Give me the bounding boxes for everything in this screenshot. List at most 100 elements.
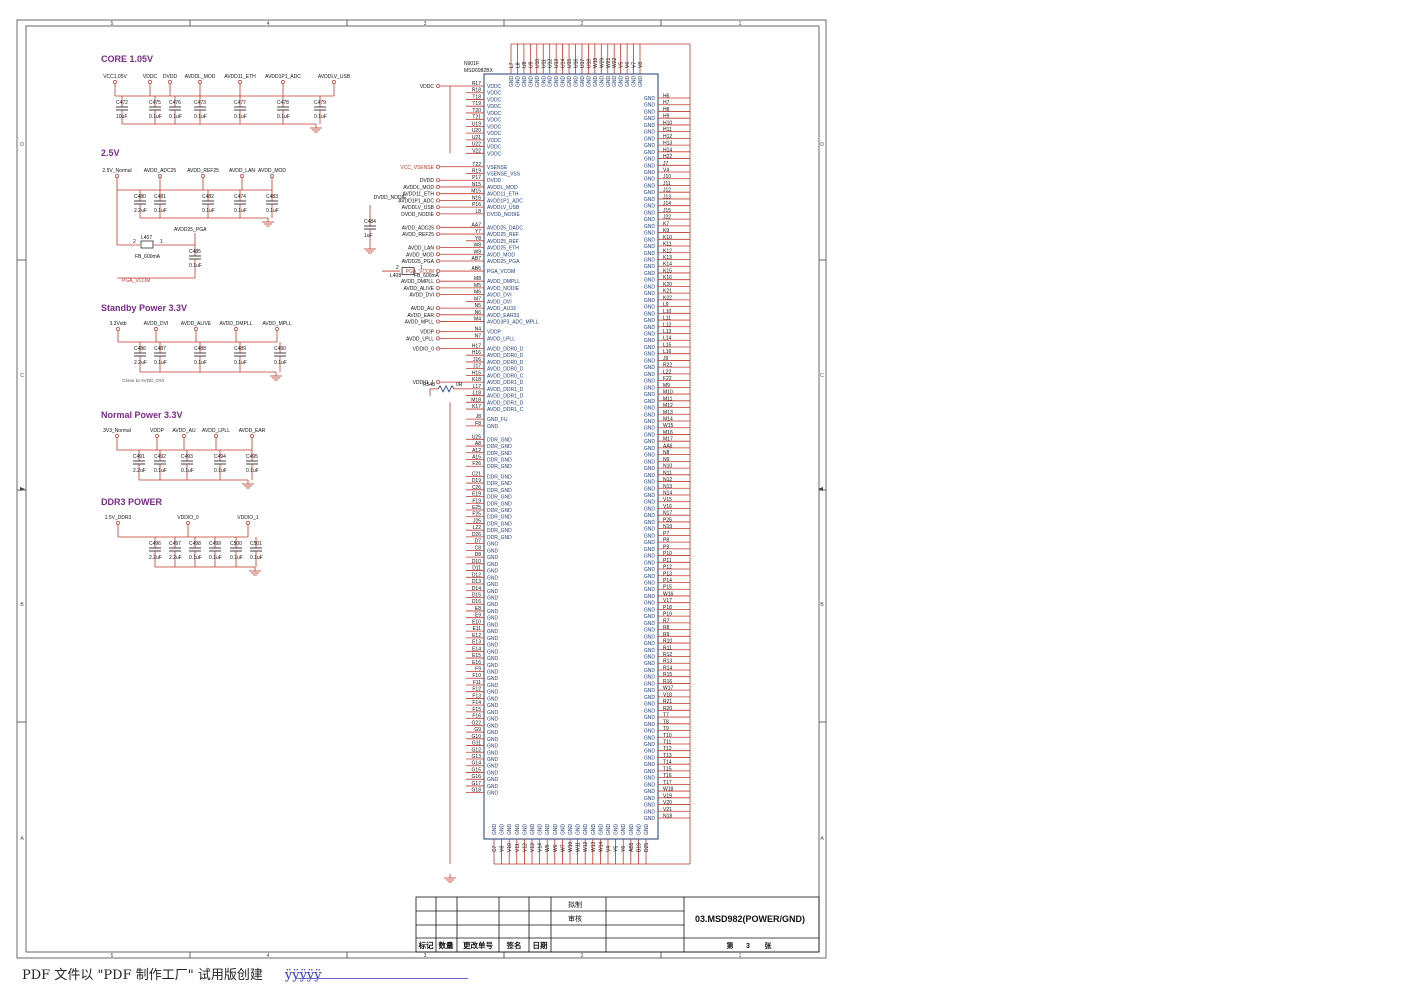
right-pin-number: N13 xyxy=(663,484,672,490)
left-pin-number: P17 xyxy=(472,175,481,181)
rail-port xyxy=(155,434,159,438)
right-pin-name: GND xyxy=(644,655,656,661)
left-pin-number: F9 xyxy=(475,667,481,673)
left-pin-name: DDR_GND xyxy=(487,521,512,527)
left-pin-number: G22 xyxy=(472,720,482,726)
revision-header: 签名 xyxy=(506,940,522,950)
bottom-pin-number: V12 xyxy=(522,843,528,852)
inductor-pin-1: 1 xyxy=(420,265,423,271)
right-pin-name: GND xyxy=(644,399,656,405)
net-port xyxy=(436,336,440,341)
right-pin-name: GND xyxy=(644,459,656,465)
capacitor-value: 0.1uF xyxy=(277,114,290,120)
right-pin-name: GND xyxy=(644,426,656,432)
net-port xyxy=(436,329,440,334)
right-pin-number: T8 xyxy=(663,719,669,725)
right-pin-number: M14 xyxy=(663,416,673,422)
left-pin-number: V22 xyxy=(472,148,481,154)
right-pin-name: GND xyxy=(644,432,656,438)
left-pin-name: DDR_GND xyxy=(487,458,512,464)
left-pin-number: L17 xyxy=(473,384,482,390)
left-pin-number: D11 xyxy=(472,566,481,572)
capacitor-value: 2.2uF xyxy=(169,555,182,561)
right-pin-number: N8 xyxy=(663,450,670,456)
bottom-pin-name: GND xyxy=(636,824,642,836)
rail-label: AVDD11_ETH xyxy=(224,74,256,80)
capacitor-value: 0.1uF xyxy=(202,208,215,214)
right-pin-number: R11 xyxy=(663,645,672,651)
left-pin-name: AVDD_DDR1_D xyxy=(487,380,524,386)
rail-port xyxy=(168,80,172,84)
net-port xyxy=(436,198,440,203)
net-label: VDDIO_0 xyxy=(413,346,435,352)
left-pin-name: GND xyxy=(487,609,499,615)
top-pin-number: U16 xyxy=(574,59,580,68)
inductor-ref: L408 xyxy=(390,273,401,279)
right-pin-number: T11 xyxy=(663,739,671,745)
right-pin-name: GND xyxy=(644,365,656,371)
bottom-pin-name: GND xyxy=(553,824,559,836)
net-port xyxy=(436,178,440,183)
bottom-pin-number: B19 xyxy=(636,843,642,852)
left-pin-name: AVDD_AU33 xyxy=(487,306,516,312)
right-pin-number: H14 xyxy=(663,147,672,153)
net-port xyxy=(436,184,440,189)
rail-label: VDDC xyxy=(143,74,158,80)
rail-port xyxy=(198,80,202,84)
right-pin-number: L11 xyxy=(663,316,671,322)
left-pin-name: AVDD_DMPLL xyxy=(487,279,520,285)
net-port xyxy=(436,312,440,317)
right-pin-number: N14 xyxy=(663,491,672,497)
capacitor-value: 0.1uF xyxy=(246,468,259,474)
right-pin-name: GND xyxy=(644,607,656,613)
left-pin-number: N4 xyxy=(475,327,482,333)
right-pin-number: V16 xyxy=(663,504,672,510)
left-pin-name: AVDD_DDR0_D xyxy=(487,360,524,366)
left-pin-name: VSENSE xyxy=(487,165,508,171)
right-pin-number: N19 xyxy=(663,524,672,530)
column-label-bottom: 5 xyxy=(111,953,114,959)
capacitor-ref: C496 xyxy=(149,541,161,547)
net-port xyxy=(436,164,440,169)
net-label: AVDD_AU xyxy=(411,306,435,312)
right-pin-number: V4 xyxy=(663,168,669,174)
top-pin-number: L7 xyxy=(509,62,515,68)
right-pin-number: T7 xyxy=(663,713,669,719)
right-pin-number: V20 xyxy=(663,800,672,806)
capacitor-ref: C475 xyxy=(149,100,161,106)
right-pin-number: H6 xyxy=(663,94,670,100)
left-pin-number: N6 xyxy=(475,310,482,316)
net-label: PGA_VCOM xyxy=(406,269,434,275)
left-pin-name: AVDD25_ETH xyxy=(487,246,519,252)
right-pin-number: T17 xyxy=(663,780,672,786)
rail-label: DVDD xyxy=(163,74,178,80)
rail-port xyxy=(182,434,186,438)
vcom-label: PGA_VCOM xyxy=(122,278,150,284)
right-pin-name: GND xyxy=(644,311,656,317)
right-pin-name: GND xyxy=(644,264,656,270)
left-pin-name: VDDC xyxy=(487,138,502,144)
bottom-pin-name: GND xyxy=(515,824,521,836)
right-pin-number: W16 xyxy=(663,591,674,597)
rail-port xyxy=(234,327,238,331)
left-pin-name: AVDD_DDR0_D xyxy=(487,346,524,352)
watermark-text: PDF 文件以 "PDF 制作工厂" 试用版创建 xyxy=(22,968,263,983)
right-pin-number: J12 xyxy=(663,188,671,194)
net-label: VDDC xyxy=(420,84,435,90)
right-pin-name: GND xyxy=(644,547,656,553)
left-pin-number: G16 xyxy=(472,774,482,780)
top-pin-number: V5 xyxy=(619,62,625,68)
right-pin-name: GND xyxy=(644,621,656,627)
watermark-link[interactable]: ÿÿÿÿÿ xyxy=(284,968,322,983)
net-label: VDDIO_1 xyxy=(413,380,435,386)
net-port xyxy=(436,346,440,351)
right-pin-number: T9 xyxy=(663,726,669,732)
left-pin-name: DVDD_NODIE xyxy=(487,212,520,218)
right-pin-name: GND xyxy=(644,412,656,418)
capacitor-ref: C495 xyxy=(246,454,258,460)
right-pin-name: GND xyxy=(644,197,656,203)
net-label: AVDD_DMPLL xyxy=(401,279,434,285)
revision-header: 标记 xyxy=(418,940,434,950)
